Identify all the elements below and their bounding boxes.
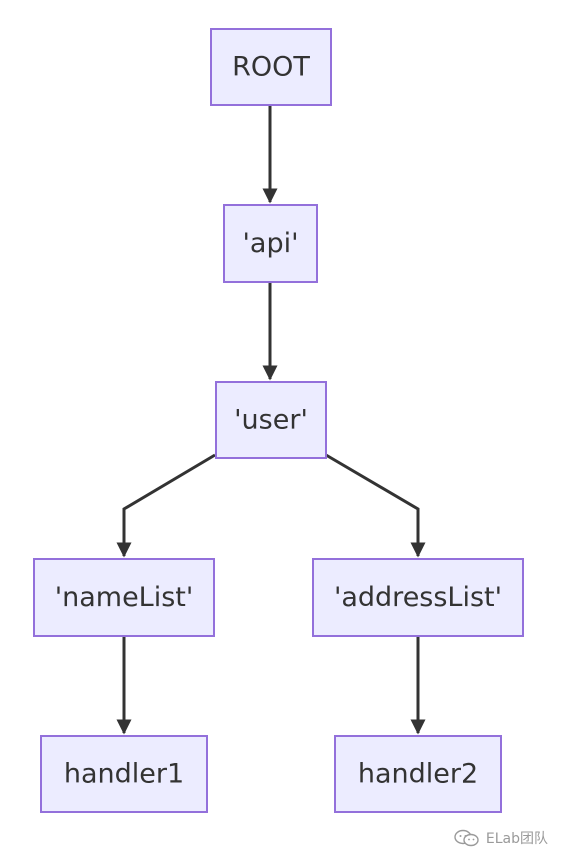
- edges: [116, 105, 426, 735]
- node-root: ROOT: [210, 28, 332, 106]
- wechat-icon: [454, 829, 479, 847]
- node-api: 'api': [223, 204, 318, 283]
- node-api-label: 'api': [242, 228, 298, 259]
- node-handler1: handler1: [40, 735, 208, 813]
- node-user-label: 'user': [234, 405, 308, 436]
- edge-user-addresslist: [325, 453, 426, 558]
- node-handler1-label: handler1: [64, 759, 184, 790]
- node-handler2: handler2: [334, 735, 502, 813]
- node-namelist: 'nameList': [33, 558, 215, 637]
- node-addresslist: 'addressList': [312, 558, 524, 637]
- node-addresslist-label: 'addressList': [334, 582, 502, 613]
- node-handler2-label: handler2: [358, 759, 478, 790]
- node-namelist-label: 'nameList': [55, 582, 194, 613]
- watermark: ELab团队: [454, 828, 548, 848]
- node-root-label: ROOT: [232, 52, 310, 83]
- edge-user-namelist: [116, 453, 216, 558]
- watermark-text: ELab团队: [485, 831, 548, 847]
- node-user: 'user': [215, 381, 327, 459]
